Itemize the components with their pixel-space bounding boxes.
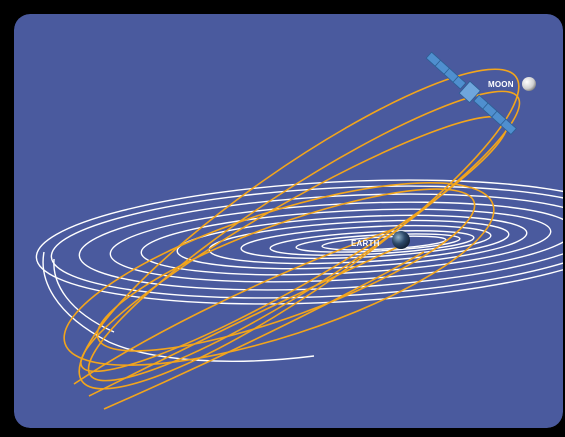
- orbit-ring: [35, 179, 563, 305]
- spacecraft-icon: [425, 51, 517, 136]
- transfer-orbit: [87, 90, 521, 382]
- transfer-orbit: [73, 228, 395, 385]
- orbit-ring: [269, 230, 475, 256]
- earth-icon: [392, 231, 410, 249]
- transfer-orbit: [103, 251, 425, 410]
- orbit-ring: [176, 214, 528, 270]
- solar-array-left: [425, 51, 467, 90]
- solar-array-right: [473, 94, 517, 136]
- orbit-diagram: EARTH MOON: [14, 14, 563, 428]
- orbit-ring: [78, 193, 563, 291]
- orbit-sweep: [42, 251, 315, 362]
- orbit-ring: [321, 235, 447, 251]
- orbit-ring: [240, 224, 492, 260]
- moon-label: MOON: [488, 80, 514, 89]
- orbit-ring: [140, 208, 552, 276]
- orbit-ring: [50, 185, 563, 299]
- transfer-orbit: [96, 188, 476, 352]
- earth: EARTH: [351, 231, 410, 249]
- transfer-orbit: [63, 182, 495, 366]
- moon-icon: [522, 77, 536, 91]
- transfer-orbit: [78, 68, 520, 390]
- earth-label: EARTH: [351, 239, 380, 248]
- spacecraft-body: [458, 80, 481, 104]
- moon: MOON: [488, 77, 536, 91]
- transfer-orbit: [88, 241, 410, 397]
